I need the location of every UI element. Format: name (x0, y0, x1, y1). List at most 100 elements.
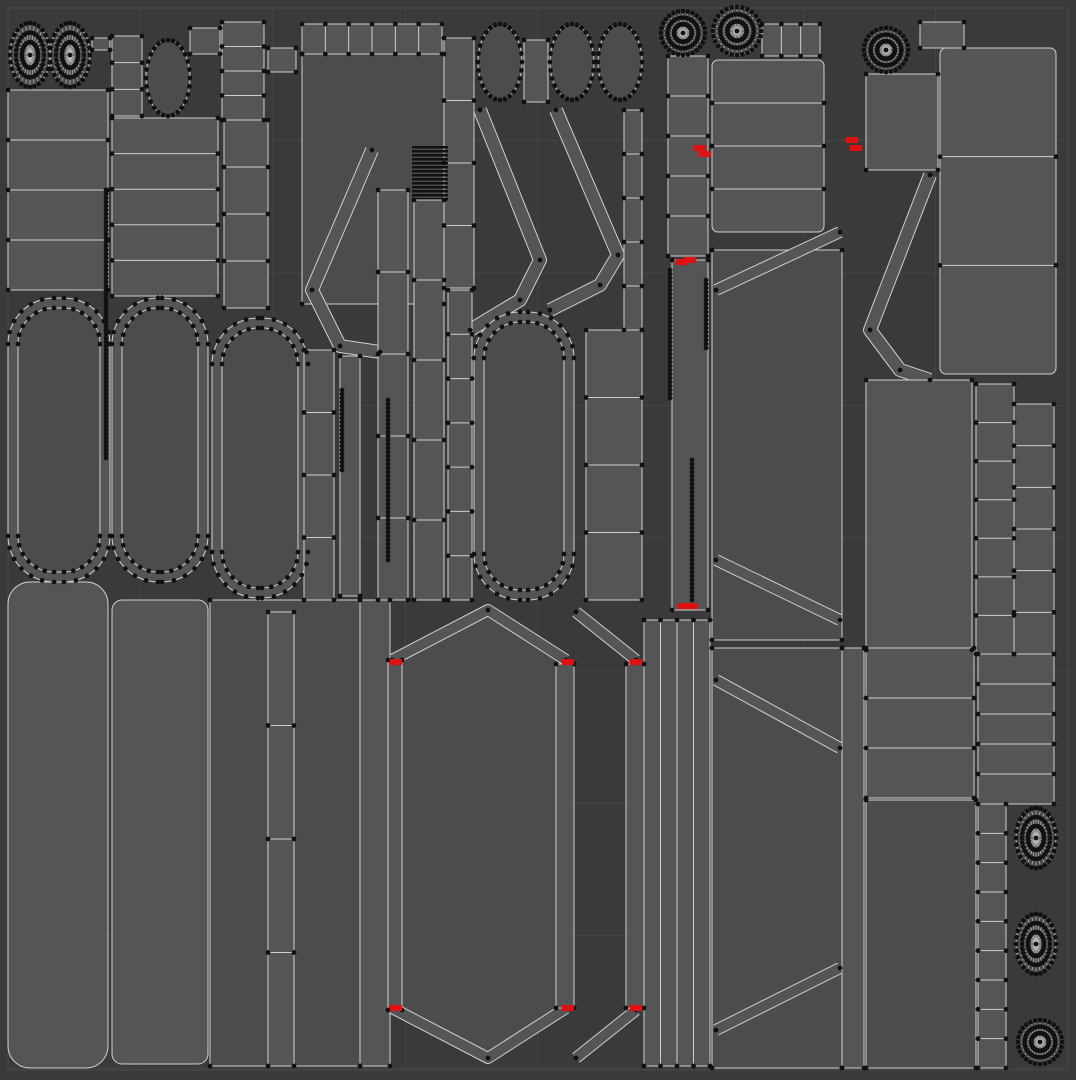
uv-vertex[interactable] (139, 60, 145, 66)
uv-island[interactable] (447, 289, 473, 601)
uv-vertex[interactable] (1016, 1034, 1021, 1040)
uv-vertex[interactable] (689, 537, 695, 543)
uv-vertex[interactable] (499, 324, 505, 330)
uv-vertex[interactable] (187, 25, 193, 31)
uv-vertex[interactable] (51, 579, 57, 585)
uv-vertex[interactable] (51, 295, 57, 301)
uv-edge[interactable] (57, 29, 71, 56)
uv-vertex[interactable] (689, 589, 695, 595)
uv-vertex[interactable] (119, 341, 125, 347)
uv-vertex[interactable] (517, 297, 523, 303)
uv-vertex[interactable] (505, 311, 511, 316)
uv-vertex[interactable] (309, 287, 315, 293)
uv-vertex[interactable] (246, 326, 252, 332)
uv-vertex[interactable] (33, 310, 39, 316)
uv-vertex[interactable] (170, 38, 176, 44)
uv-vertex[interactable] (109, 258, 115, 263)
uv-vertex[interactable] (48, 45, 53, 51)
uv-vertex[interactable] (61, 295, 67, 301)
uv-vertex[interactable] (745, 6, 750, 12)
uv-vertex[interactable] (185, 59, 191, 64)
uv-vertex[interactable] (863, 745, 869, 751)
uv-edge[interactable] (69, 54, 79, 84)
uv-vertex[interactable] (387, 597, 393, 603)
uv-vertex[interactable] (1011, 401, 1017, 407)
uv-vertex[interactable] (5, 237, 11, 243)
uv-vertex[interactable] (514, 35, 520, 41)
uv-vertex[interactable] (32, 21, 37, 27)
uv-vertex[interactable] (170, 112, 176, 118)
uv-vertex[interactable] (105, 87, 111, 93)
uv-edge[interactable] (736, 30, 748, 53)
uv-vertex[interactable] (385, 409, 391, 415)
uv-vertex[interactable] (975, 681, 981, 687)
uv-vertex[interactable] (385, 541, 391, 547)
uv-vertex[interactable] (1011, 568, 1017, 574)
uv-vertex[interactable] (1042, 1061, 1048, 1066)
uv-vertex[interactable] (517, 597, 523, 603)
uv-vertex[interactable] (411, 197, 417, 203)
uv-edge[interactable] (1023, 837, 1037, 862)
uv-vertex[interactable] (621, 239, 627, 245)
uv-vertex[interactable] (971, 745, 977, 751)
uv-vertex[interactable] (299, 338, 305, 344)
uv-vertex[interactable] (631, 29, 637, 35)
uv-vertex[interactable] (115, 556, 121, 562)
uv-vertex[interactable] (1037, 1017, 1043, 1023)
uv-vertex[interactable] (109, 222, 115, 228)
uv-vertex[interactable] (691, 1063, 696, 1069)
uv-vertex[interactable] (385, 401, 391, 407)
uv-vertex[interactable] (51, 305, 57, 311)
uv-vertex[interactable] (265, 69, 271, 75)
uv-vertex[interactable] (637, 1005, 643, 1011)
uv-vertex[interactable] (103, 311, 109, 317)
uv-vertex[interactable] (537, 311, 543, 316)
uv-vertex[interactable] (103, 279, 109, 285)
uv-vertex[interactable] (1015, 1039, 1021, 1045)
uv-vertex[interactable] (292, 582, 297, 587)
uv-vertex[interactable] (103, 299, 109, 305)
uv-vertex[interactable] (521, 37, 527, 43)
uv-vertex[interactable] (709, 247, 715, 253)
uv-vertex[interactable] (109, 341, 115, 347)
uv-vertex[interactable] (148, 99, 154, 105)
uv-vertex[interactable] (1053, 941, 1059, 947)
uv-vertex[interactable] (43, 72, 49, 78)
uv-vertex[interactable] (903, 38, 909, 43)
uv-vertex[interactable] (1042, 968, 1048, 974)
uv-vertex[interactable] (508, 320, 514, 326)
uv-edge[interactable] (718, 30, 738, 47)
uv-vertex[interactable] (103, 303, 109, 309)
uv-vertex[interactable] (146, 568, 152, 574)
uv-vertex[interactable] (51, 569, 57, 575)
uv-vertex[interactable] (658, 617, 663, 623)
uv-vertex[interactable] (301, 535, 307, 540)
uv-vertex[interactable] (103, 227, 109, 233)
uv-vertex[interactable] (1041, 938, 1047, 944)
uv-vertex[interactable] (469, 509, 475, 514)
uv-vertex[interactable] (291, 836, 297, 842)
uv-edge[interactable] (718, 15, 738, 32)
uv-vertex[interactable] (7, 545, 12, 551)
uv-vertex[interactable] (441, 197, 447, 203)
uv-vertex[interactable] (385, 1007, 391, 1013)
uv-vertex[interactable] (839, 637, 845, 643)
uv-vertex[interactable] (130, 559, 135, 564)
uv-edge[interactable] (736, 15, 756, 32)
uv-vertex[interactable] (749, 9, 755, 15)
uv-vertex[interactable] (798, 53, 804, 59)
uv-island[interactable] (597, 23, 643, 101)
uv-vertex[interactable] (665, 93, 671, 99)
selected-vertex-group[interactable] (684, 257, 696, 263)
uv-vertex[interactable] (863, 695, 869, 701)
uv-vertex[interactable] (103, 355, 109, 361)
uv-vertex[interactable] (39, 297, 45, 302)
uv-vertex[interactable] (1053, 154, 1059, 160)
uv-vertex[interactable] (23, 83, 28, 89)
uv-vertex[interactable] (778, 21, 784, 27)
uv-vertex[interactable] (61, 569, 67, 575)
uv-vertex[interactable] (751, 28, 757, 34)
uv-vertex[interactable] (15, 27, 20, 33)
uv-vertex[interactable] (445, 376, 451, 381)
uv-vertex[interactable] (445, 597, 451, 603)
